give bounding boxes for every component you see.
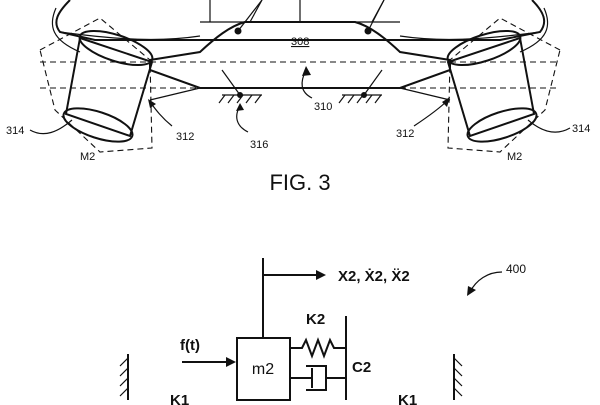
fig4-drawing: 400 X2, Ẋ2, Ẍ2 f(t) m2 K2 C2 [119,258,526,405]
label-m2-right: M2 [507,151,522,163]
spring-k1-right-label: K1 [398,392,417,405]
fig3-drawing: 308 [6,0,590,195]
mass-label: m2 [252,361,274,378]
label-310: 310 [314,101,332,113]
fig3-caption: FIG. 3 [269,170,330,195]
label-400: 400 [506,262,526,276]
spring-k1-left-label: K1 [170,392,189,405]
label-m2-left: M2 [80,151,95,163]
fig3-central-body: 308 [40,0,560,89]
label-312-right: 312 [396,128,414,140]
fig3-right-actuator [446,17,561,153]
spring-k2 [290,337,346,359]
linkage-right [399,87,451,101]
displacement-arrowhead [316,270,326,280]
arrow-310 [301,66,313,99]
force-arrowhead [226,357,236,367]
leader-400 [469,271,503,293]
force-label: f(t) [180,337,200,354]
label-312-left: 312 [176,131,194,143]
label-314-right: 314 [572,123,590,135]
damper-c2-label: C2 [352,359,371,376]
spring-k2-label: K2 [306,311,325,328]
mass-m2-block [236,337,291,401]
fig3-ground-mounts [218,69,383,104]
label-308: 308 [291,36,309,48]
ground-wall-right [453,354,463,400]
fig3-top-shell [51,0,549,53]
linkage-left [149,87,201,101]
motion-label: X2, Ẋ2, Ẍ2 [338,268,410,285]
damper-c2 [290,365,346,391]
label-314-left: 314 [6,125,24,137]
ground-wall-left [119,354,129,400]
fig3-left-actuator [39,17,154,153]
label-316: 316 [250,139,268,151]
